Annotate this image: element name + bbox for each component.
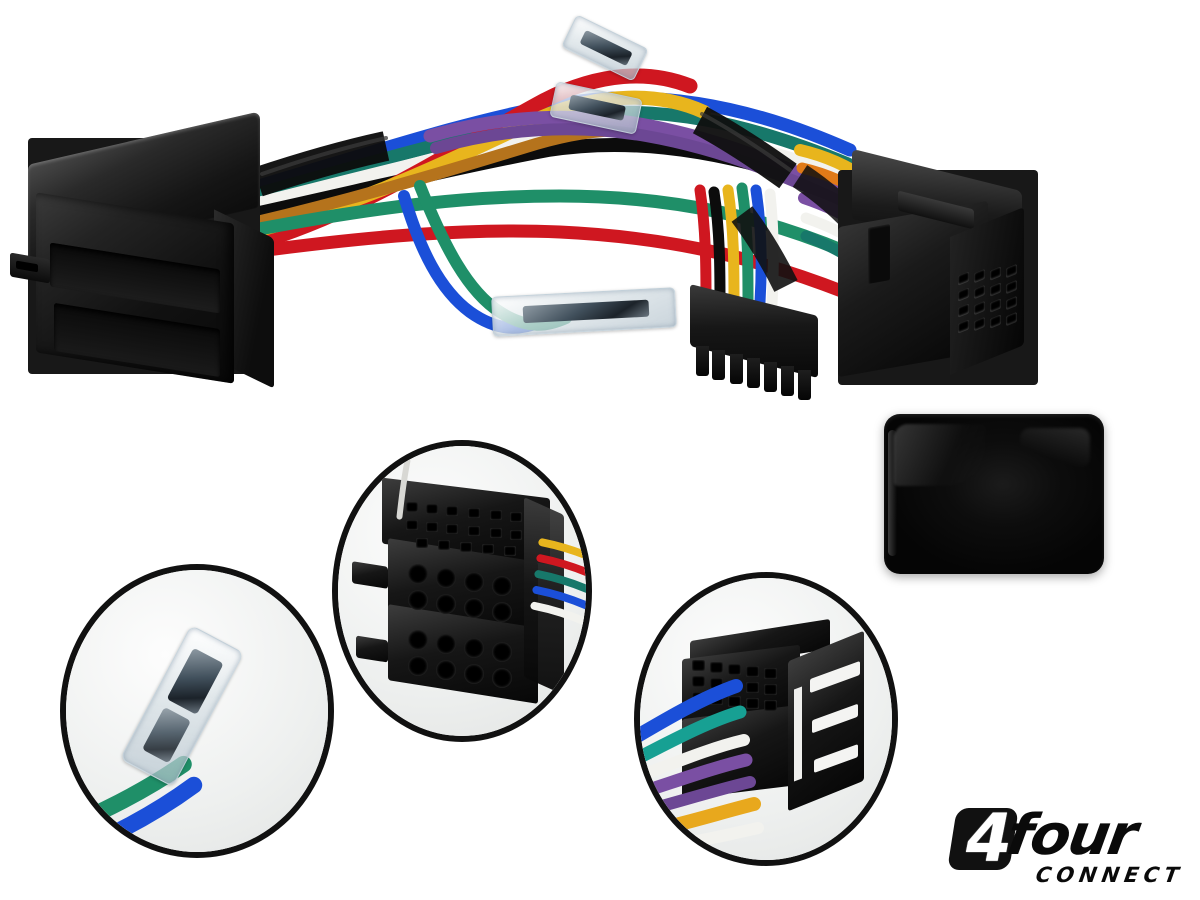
- inset-crimp-terminal: [60, 564, 334, 858]
- spade-terminal-top-right: [561, 14, 649, 82]
- module-highlight-right: [1020, 428, 1090, 468]
- right-connector-pin-block: [950, 207, 1024, 375]
- right-iso-connector: [838, 148, 1038, 385]
- spade-terminal-top-left: [549, 81, 643, 135]
- logo-wordmark: four: [1002, 803, 1141, 868]
- mini-8pin-connector: [690, 284, 818, 400]
- module-left-edge: [888, 430, 897, 556]
- spade-terminal-center-bottom: [491, 287, 677, 337]
- module-highlight-left: [894, 424, 986, 486]
- interface-module-box: [884, 414, 1104, 574]
- iso-plug-detail: [352, 477, 564, 708]
- four-connect-logo: 4 four CONNECT: [947, 802, 1188, 888]
- logo-numeral: 4: [966, 800, 1012, 877]
- logo-tagline: CONNECT: [1034, 863, 1186, 887]
- right-connector-keyway: [868, 224, 890, 284]
- inset-iso-wire-entry: [634, 572, 898, 866]
- left-iso-connector: [10, 111, 274, 389]
- inset-iso-pin-detail: [332, 440, 592, 742]
